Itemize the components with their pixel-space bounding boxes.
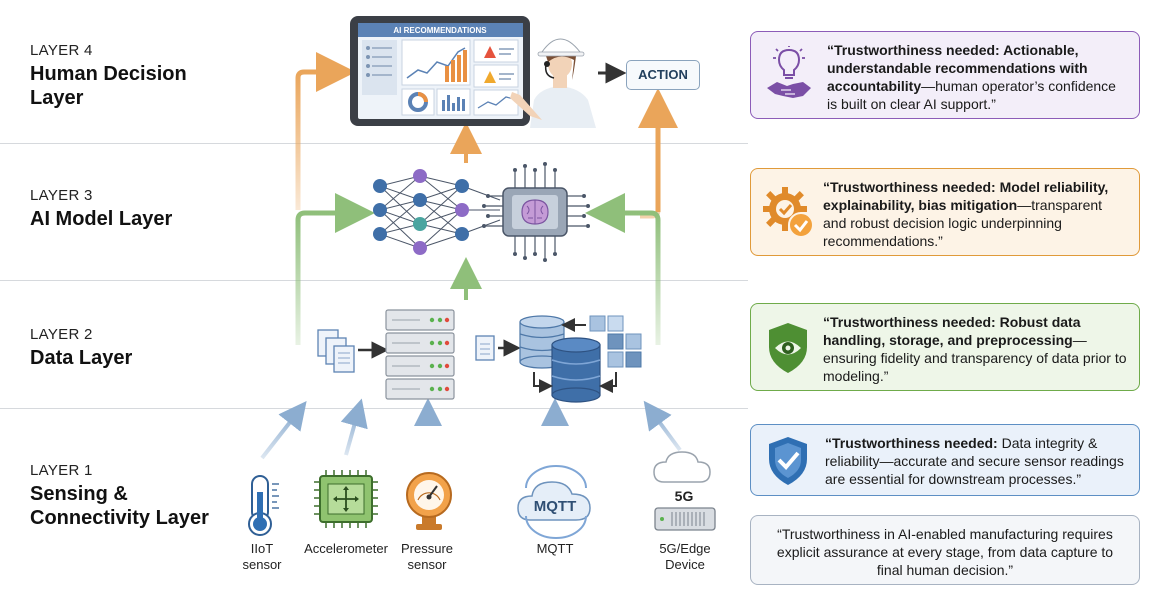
card-bold: “Trustworthiness needed: Actionable, und… xyxy=(827,42,1088,94)
layer-name: AI Model Layer xyxy=(30,208,173,230)
layer-divider xyxy=(0,280,748,281)
card-text: “Trustworthiness needed: Actionable, und… xyxy=(827,41,1127,113)
trust-card-layer-2: “Trustworthiness needed: Robust data han… xyxy=(750,303,1140,391)
label-line: sensor xyxy=(407,557,447,572)
layer-number: LAYER 1 xyxy=(30,462,93,479)
card-text: “Trustworthiness needed: Data integrity … xyxy=(825,434,1130,488)
label-line: sensor xyxy=(242,557,282,572)
tablet-dashboard: AI RECOMMENDATIONS xyxy=(350,16,530,126)
layer-name: Layer xyxy=(30,87,84,109)
layer-2-label: LAYER 2 Data Layer xyxy=(30,326,132,370)
pressure-gauge-icon xyxy=(406,472,452,530)
trust-card-layer-1: “Trustworthiness needed: Data integrity … xyxy=(750,424,1140,496)
summary-text: “Trustworthiness in AI-enabled manufactu… xyxy=(776,526,1114,578)
pressure-sensor-label: Pressure sensor xyxy=(394,541,460,573)
flow-arrow xyxy=(533,372,553,393)
accelerometer-label: Accelerometer xyxy=(304,541,388,556)
blue-sensor-arrows xyxy=(260,398,682,465)
layer-1-label: LAYER 1 Sensing & Connectivity Layer xyxy=(30,462,209,530)
card-bold: “Trustworthiness needed: Model reliabili… xyxy=(823,179,1109,213)
layer-name: Sensing & xyxy=(30,483,128,505)
mqtt-icon-text: MQTT xyxy=(534,498,577,515)
thermometer-icon xyxy=(248,475,279,536)
action-box: ACTION xyxy=(626,60,700,90)
neural-network-icon xyxy=(373,169,501,255)
layer-number: LAYER 2 xyxy=(30,326,93,343)
5g-icon-text: 5G xyxy=(675,488,694,504)
trust-card-layer-4: “Trustworthiness needed: Actionable, und… xyxy=(750,31,1140,119)
summary-card: “Trustworthiness in AI-enabled manufactu… xyxy=(750,515,1140,585)
dashboard-title: AI RECOMMENDATIONS xyxy=(393,26,487,35)
layer-3-label: LAYER 3 AI Model Layer xyxy=(30,187,172,231)
layer-number: LAYER 3 xyxy=(30,187,93,204)
mqtt-cloud-icon: MQTT xyxy=(517,465,591,539)
label-line: 5G/Edge xyxy=(659,541,711,556)
server-rack-icon xyxy=(385,309,455,400)
layer-divider xyxy=(0,408,748,409)
card-bold: “Trustworthiness needed: Robust data han… xyxy=(823,314,1081,348)
card-bold: “Trustworthiness needed: xyxy=(825,435,998,451)
database-icon xyxy=(519,315,601,403)
lightbulb-handshake-icon xyxy=(767,46,811,98)
document-icon xyxy=(475,335,495,361)
card-rest: —transparent and robust decision logic u… xyxy=(823,197,1103,249)
documents-icon xyxy=(317,329,355,373)
label-line: Pressure xyxy=(400,541,454,556)
layer-name: Connectivity Layer xyxy=(30,507,209,529)
edge-device-icon: 5G xyxy=(653,451,716,531)
edge-device-label: 5G/Edge Device xyxy=(648,541,722,573)
card-text: “Trustworthiness needed: Model reliabili… xyxy=(823,178,1128,250)
label-line: Device xyxy=(665,557,705,572)
layer-number: LAYER 4 xyxy=(30,42,93,59)
card-rest: —ensuring fidelity and transparency of d… xyxy=(823,332,1127,384)
layer-name: Human Decision xyxy=(30,63,187,85)
human-operator xyxy=(510,38,596,128)
gear-check-icon xyxy=(763,187,814,238)
layer-name: Data Layer xyxy=(30,347,133,369)
data-grid-icon xyxy=(589,315,642,368)
label-line: IIoT xyxy=(250,541,274,556)
shield-check-icon xyxy=(769,437,807,485)
card-rest: —human operator’s confidence is built on… xyxy=(827,78,1116,112)
shield-eye-icon xyxy=(769,323,807,373)
card-rest: Data integrity & reliability—accurate an… xyxy=(825,435,1124,487)
layer-4-label: LAYER 4 Human Decision Layer xyxy=(30,42,187,110)
trust-card-layer-3: “Trustworthiness needed: Model reliabili… xyxy=(750,168,1140,256)
green-flow-arrows xyxy=(295,193,661,345)
mqtt-label: MQTT xyxy=(536,541,574,556)
ai-chip-icon xyxy=(482,162,590,262)
architecture-diagram: AI RECOMMENDATIONS xyxy=(248,16,716,539)
iiot-sensor-label: IIoT sensor xyxy=(232,541,292,573)
card-text: “Trustworthiness needed: Robust data han… xyxy=(823,313,1128,385)
orange-flow-arrows xyxy=(295,52,678,219)
accelerometer-chip-icon xyxy=(314,470,378,528)
flow-arrow xyxy=(599,372,617,393)
layer-divider xyxy=(0,143,748,144)
